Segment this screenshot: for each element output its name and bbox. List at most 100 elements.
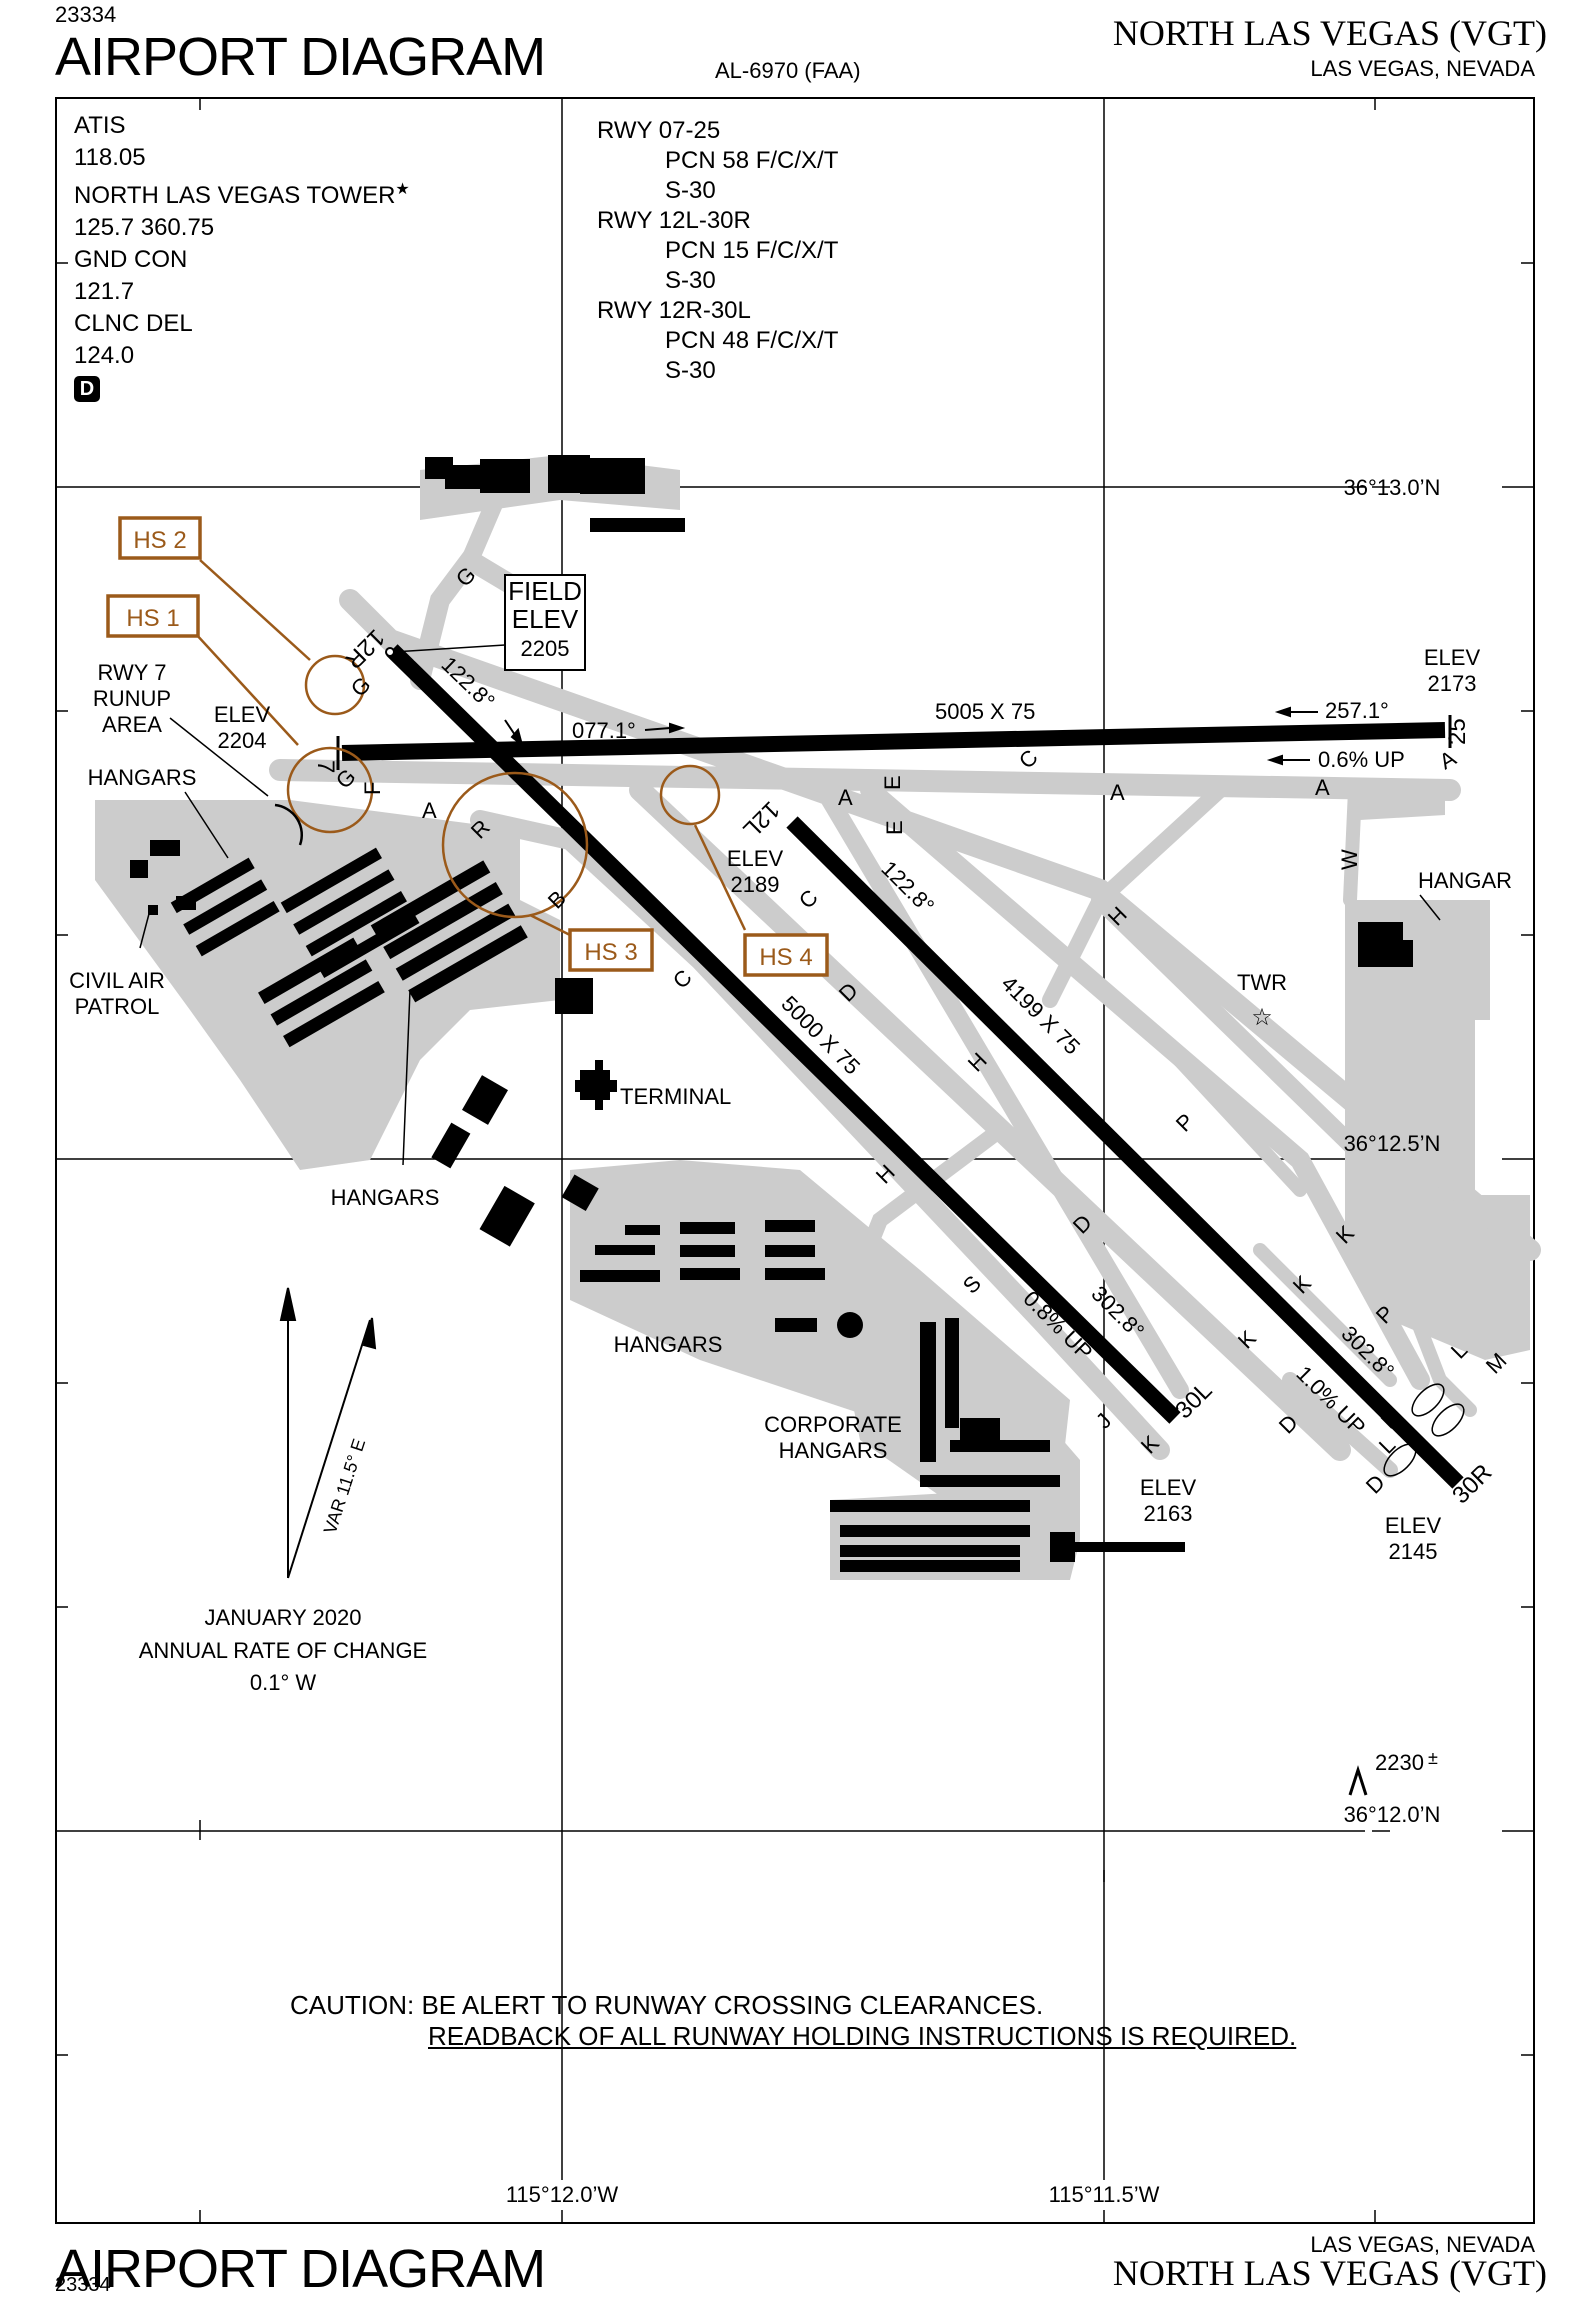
- caution-line-1: CAUTION: BE ALERT TO RUNWAY CROSSING CLE…: [290, 1990, 1044, 2020]
- freq-line: 125.7 360.75: [74, 214, 215, 241]
- hangar-label: HANGAR: [1418, 868, 1512, 893]
- freq-line: GND CON: [74, 246, 188, 273]
- taxiway-a-label: A: [1110, 780, 1125, 805]
- taxiway-a-label: A: [422, 798, 437, 823]
- runup-label: AREA: [102, 712, 162, 737]
- corporate-label: CORPORATE: [764, 1412, 902, 1437]
- chart-number-bottom: 23334: [55, 2274, 111, 2296]
- tower-name: NORTH LAS VEGAS TOWER: [74, 182, 396, 209]
- airport-name-top: NORTH LAS VEGAS (VGT): [1112, 13, 1547, 53]
- field-elev-value: 2205: [521, 636, 570, 661]
- runup-label: RWY 7: [98, 660, 167, 685]
- title-top: AIRPORT DIAGRAM: [55, 27, 546, 87]
- rwy-end-12l: 12L: [737, 796, 784, 843]
- rwy07-heading: 077.1°: [572, 718, 636, 743]
- freq-line: 118.05: [74, 144, 146, 171]
- obstacle-plusminus: ±: [1428, 1748, 1438, 1768]
- city-bottom: LAS VEGAS, NEVADA: [1310, 2232, 1535, 2257]
- elev-label: ELEV: [214, 702, 271, 727]
- elev-label: ELEV: [727, 846, 784, 871]
- hotspot-label: HS 1: [126, 605, 179, 632]
- civil-air-label: CIVIL AIR: [69, 968, 165, 993]
- taxiway-a-label: A: [838, 785, 853, 810]
- obstacle-elev: 2230: [1375, 1750, 1424, 1775]
- hangars-label: HANGARS: [88, 765, 197, 790]
- lat-lon-grid: [55, 97, 1365, 2180]
- taxiway-a-label: A: [1315, 775, 1330, 800]
- pcn-rwy: RWY 07-25: [597, 117, 721, 144]
- variation-label: VAR 11.5° E: [320, 1436, 369, 1536]
- taxiway-f-label: F: [360, 782, 385, 795]
- frequency-list: ATIS 118.05 NORTH LAS VEGAS TOWER★ 125.7…: [74, 110, 410, 404]
- pcn-value: PCN 15 F/C/X/T: [665, 237, 839, 264]
- freq-line: ATIS: [74, 112, 126, 139]
- field-elev-label: ELEV: [512, 604, 579, 634]
- pcn-list: RWY 07-25 PCN 58 F/C/X/T S-30 RWY 12L-30…: [597, 116, 838, 386]
- diagram-frame: [55, 97, 1535, 2224]
- obstacle-icon: [1348, 1765, 1368, 1796]
- corporate-label: HANGARS: [779, 1438, 888, 1463]
- title-bottom: AIRPORT DIAGRAM: [55, 2239, 546, 2299]
- hangars-label: HANGARS: [331, 1185, 440, 1210]
- lon-label: 115°12.0’W: [506, 2182, 619, 2207]
- airport-name-bottom: NORTH LAS VEGAS (VGT): [1112, 2253, 1547, 2293]
- taxiway-lines: [269, 481, 1541, 1478]
- taxiway-g-label: G: [346, 672, 376, 702]
- annual-label: 0.1° W: [250, 1670, 316, 1695]
- pcn-value: PCN 58 F/C/X/T: [665, 147, 839, 174]
- caution-line-2: READBACK OF ALL RUNWAY HOLDING INSTRUCTI…: [428, 2021, 1297, 2051]
- hotspot-label: HS 3: [584, 939, 637, 966]
- hangars-label: HANGARS: [614, 1332, 723, 1357]
- twr-label: TWR: [1237, 970, 1287, 995]
- elev-label: ELEV: [1424, 645, 1481, 670]
- pcn-s: S-30: [665, 267, 716, 294]
- chart-number-top: 23334: [55, 2, 117, 27]
- rwy-end-30r: 30R: [1447, 1459, 1497, 1509]
- rwy-end-25: 25: [1444, 718, 1471, 745]
- tower-icon: ☆: [1251, 1004, 1273, 1031]
- field-elev-box: [504, 574, 586, 671]
- d-badge-icon: D: [74, 376, 100, 402]
- elev-value: 2204: [218, 728, 267, 753]
- lon-label: 115°11.5’W: [1049, 2182, 1160, 2207]
- pcn-rwy: RWY 12L-30R: [597, 207, 751, 234]
- taxiway-a-label: A: [1435, 745, 1460, 774]
- hotspot-label: HS 4: [759, 944, 812, 971]
- field-elev-label: FIELD: [508, 576, 582, 606]
- pcn-s: S-30: [665, 177, 716, 204]
- civil-air-label: PATROL: [75, 994, 160, 1019]
- taxiway-p-label: P: [1171, 1108, 1199, 1136]
- elev-value: 2189: [731, 872, 780, 897]
- taxiway-c-label: C: [1014, 745, 1043, 774]
- annual-label: ANNUAL RATE OF CHANGE: [139, 1638, 427, 1663]
- lat-label: 36°13.0’N: [1344, 475, 1441, 500]
- runup-label: RUNUP: [93, 686, 171, 711]
- freq-line: 121.7: [74, 278, 135, 305]
- taxiway-c-label: C: [668, 965, 697, 994]
- elev-value: 2163: [1144, 1501, 1193, 1526]
- freq-line: CLNC DEL: [74, 310, 193, 337]
- taxiway-s-label: S: [958, 1270, 986, 1298]
- hotspot-markers: [194, 559, 747, 937]
- rwy-end-7: 7: [312, 760, 339, 773]
- elev-value: 2145: [1389, 1539, 1438, 1564]
- taxiway-e-label: E: [880, 775, 905, 790]
- terminal-label: TERMINAL: [620, 1084, 731, 1109]
- pcn-rwy: RWY 12R-30L: [597, 297, 751, 324]
- doc-id: AL-6970 (FAA): [715, 58, 861, 83]
- north-arrows: [279, 1287, 377, 1579]
- taxiway-c-label: C: [794, 885, 823, 914]
- elev-value: 2173: [1428, 671, 1477, 696]
- star-icon: ★: [395, 181, 410, 198]
- freq-line: 124.0: [74, 342, 135, 369]
- city-top: LAS VEGAS, NEVADA: [1310, 56, 1535, 81]
- runways: [336, 644, 1464, 1489]
- elev-label: ELEV: [1140, 1475, 1197, 1500]
- annual-label: JANUARY 2020: [205, 1605, 362, 1630]
- taxiway-e-label: E: [882, 820, 907, 835]
- freq-line: NORTH LAS VEGAS TOWER★: [74, 174, 410, 212]
- rwy07-grad: 0.6% UP: [1318, 747, 1405, 772]
- lat-label: 36°12.5’N: [1344, 1131, 1441, 1156]
- elev-label: ELEV: [1385, 1513, 1442, 1538]
- taxiway-w-label: W: [1337, 849, 1362, 870]
